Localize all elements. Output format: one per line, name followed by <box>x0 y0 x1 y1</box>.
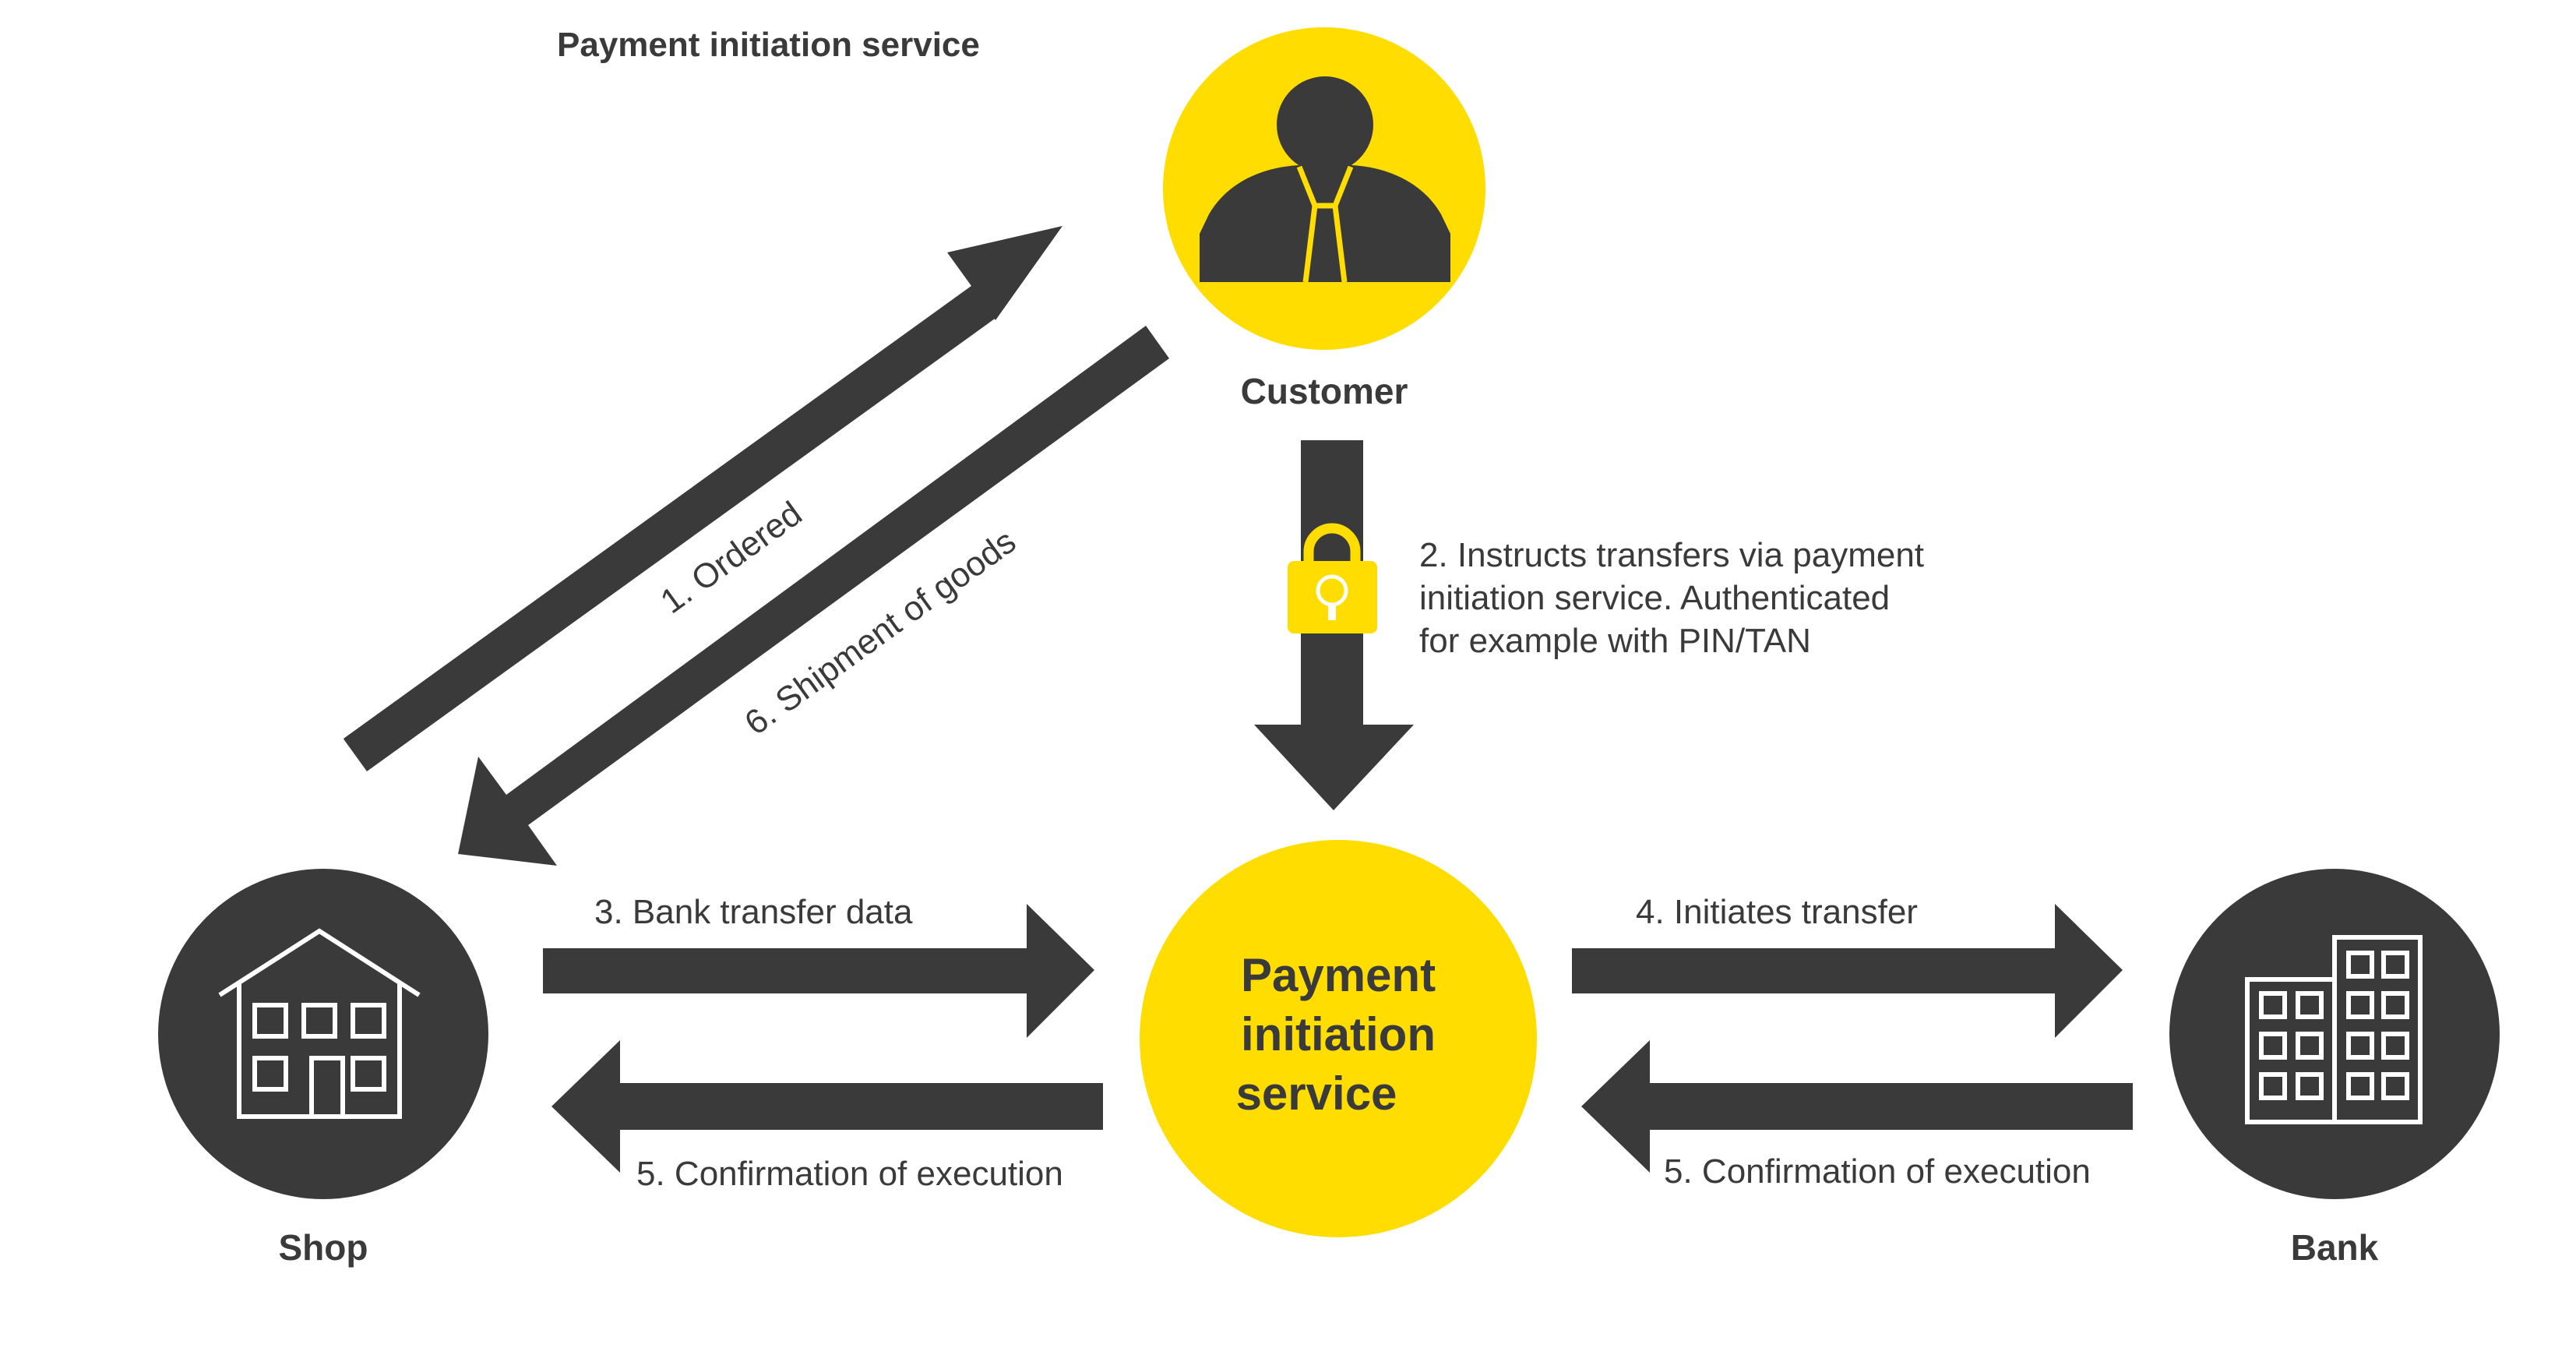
shop-node: Shop <box>158 869 488 1268</box>
pis-label-line-3: service <box>1236 1067 1397 1120</box>
tie-icon <box>1296 165 1354 283</box>
arrow-bank-transfer-data: 3. Bank transfer data <box>543 893 1094 1038</box>
building-icon <box>2245 935 2423 1124</box>
label-initiates-transfer: 4. Initiates transfer <box>1636 893 1918 931</box>
label-bank-transfer-data: 3. Bank transfer data <box>594 893 913 931</box>
arrow-bank-transfer-data-shape <box>543 904 1094 1038</box>
padlock-icon <box>1288 523 1377 633</box>
label-instructs-line-3: for example with PIN/TAN <box>1419 622 1811 660</box>
arrow-confirmation-bank-shape <box>1581 1040 2133 1173</box>
customer-node: Customer <box>1163 27 1485 411</box>
arrow-shipment-shape <box>458 326 1169 866</box>
arrow-initiates-transfer: 4. Initiates transfer <box>1572 893 2123 1038</box>
label-confirmation-shop: 5. Confirmation of execution <box>636 1155 1063 1193</box>
pis-label-line-2: initiation <box>1241 1008 1436 1060</box>
arrow-confirmation-shop: 5. Confirmation of execution <box>551 1040 1103 1193</box>
pis-label-line-1: Payment <box>1241 949 1436 1001</box>
pis-circle <box>1140 840 1537 1237</box>
arrow-confirmation-shop-shape <box>551 1040 1103 1173</box>
customer-label: Customer <box>1241 371 1408 411</box>
diagram-title: Payment initiation service <box>557 26 980 64</box>
bank-node: Bank <box>2169 869 2500 1268</box>
pis-node: Payment initiation service <box>1140 840 1537 1237</box>
bank-label: Bank <box>2291 1227 2379 1268</box>
arrow-initiates-transfer-shape <box>1572 904 2123 1038</box>
shop-label: Shop <box>279 1227 368 1268</box>
label-instructs-line-2: initiation service. Authenticated <box>1419 579 1890 617</box>
label-instructs-line-1: 2. Instructs transfers via payment <box>1419 536 1924 574</box>
person-icon <box>1200 76 1450 282</box>
arrow-instructs: 2. Instructs transfers via payment initi… <box>1254 440 1924 810</box>
label-confirmation-bank: 5. Confirmation of execution <box>1664 1152 2091 1191</box>
house-icon <box>218 928 421 1119</box>
arrow-confirmation-bank: 5. Confirmation of execution <box>1581 1040 2133 1191</box>
arrow-ordered-shape <box>344 226 1062 771</box>
